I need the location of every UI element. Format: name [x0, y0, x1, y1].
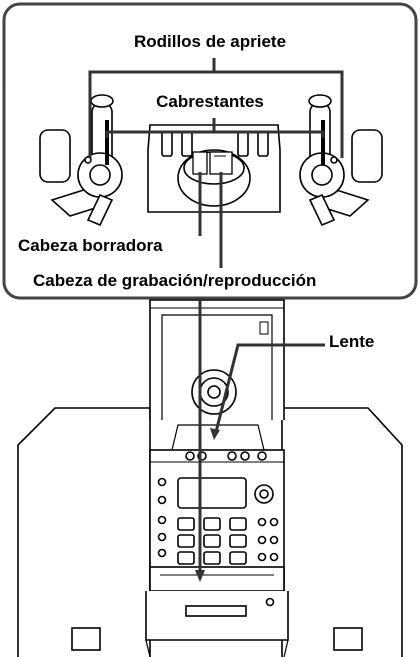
- left-pinch-roller: [39, 94, 123, 227]
- rec-play-head: [209, 151, 233, 175]
- rec-play-head-label: Cabeza de grabación/reproducción: [33, 271, 317, 290]
- display-window: [177, 477, 247, 509]
- open-lid: [149, 299, 285, 420]
- erase-head-label: Cabeza borradora: [18, 236, 163, 255]
- tape-mechanism: [39, 94, 383, 227]
- right-speaker: [281, 407, 403, 657]
- lens-label: Lente: [329, 332, 375, 351]
- capstans-label: Cabrestantes: [156, 92, 264, 111]
- left-speaker-port: [71, 627, 101, 651]
- erase-head: [192, 151, 208, 175]
- right-speaker-port: [333, 627, 363, 651]
- stereo-unit: [17, 299, 403, 657]
- pinch-rollers-label: Rodillos de apriete: [133, 32, 287, 51]
- left-speaker: [17, 407, 151, 657]
- cassette-door-open: [149, 566, 285, 592]
- leader-lines: [88, 58, 344, 575]
